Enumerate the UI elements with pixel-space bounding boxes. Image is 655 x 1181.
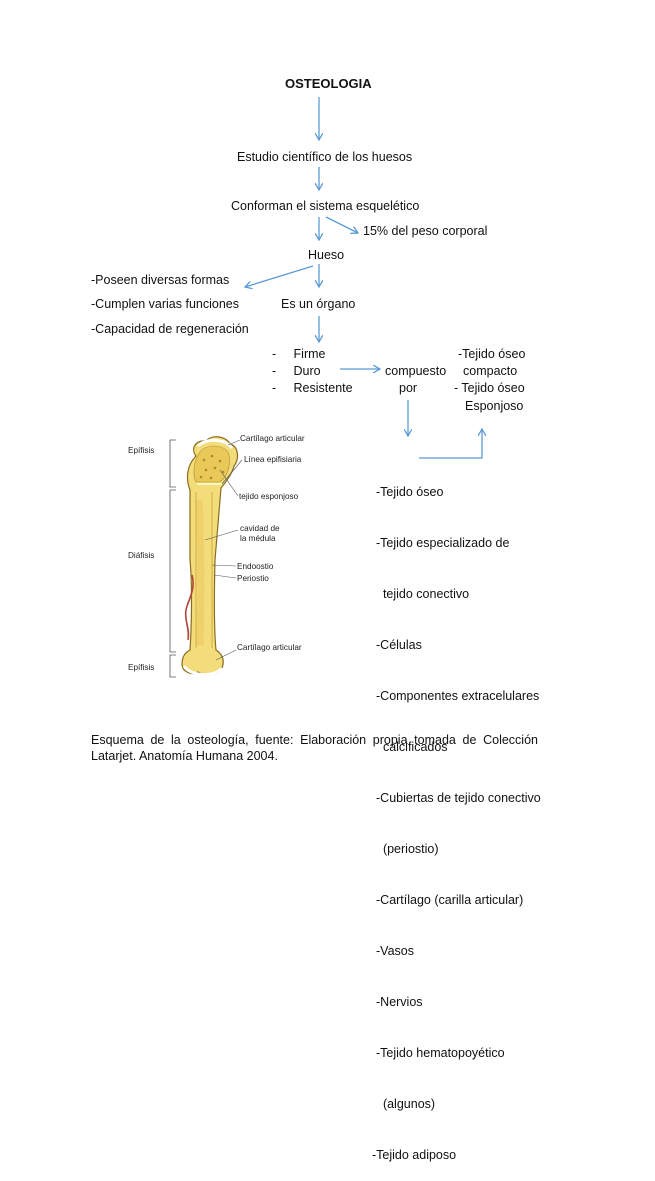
compuesto-text: compuesto bbox=[385, 364, 447, 378]
figure-caption: Esquema de la osteología, fuente: Elabor… bbox=[91, 733, 538, 763]
arrows-layer bbox=[0, 97, 655, 459]
componente-item: -Cubiertas de tejido conectivo bbox=[376, 791, 541, 805]
tejido-esponjoso-2: Esponjoso bbox=[465, 399, 524, 413]
caracteristica-item: -Poseen diversas formas bbox=[91, 273, 230, 287]
label-cartilago-top: Cartílago articular bbox=[240, 434, 305, 443]
tejido-compacto-1: -Tejido óseo bbox=[458, 347, 526, 361]
compuesto-por-text: por bbox=[399, 381, 418, 395]
label-endostio: Endoostio bbox=[237, 562, 274, 571]
label-epifisis-bottom: Epífisis bbox=[128, 663, 155, 672]
componente-item: -Células bbox=[376, 638, 422, 652]
spongy-bone-top bbox=[193, 445, 230, 483]
bone-illustration bbox=[169, 436, 243, 678]
label-cartilago-bottom: Cartílago articular bbox=[237, 643, 302, 652]
label-linea-epifisiaria: Línea epifisiaria bbox=[244, 455, 302, 464]
tejido-esponjoso-1: - Tejido óseo bbox=[454, 381, 525, 395]
componente-item: tejido conectivo bbox=[376, 587, 470, 601]
tejido-compacto-2: compacto bbox=[463, 364, 518, 378]
label-tejido-esponjoso: tejido esponjoso bbox=[239, 492, 299, 501]
componente-item: -Tejido especializado de bbox=[376, 536, 510, 550]
componente-item: (algunos) bbox=[376, 1097, 436, 1111]
bracket-epifisis-top bbox=[169, 439, 176, 488]
label-periostio: Periostio bbox=[237, 574, 269, 583]
articular-cartilage-bottom bbox=[182, 665, 224, 676]
estudio-text: Estudio científico de los huesos bbox=[237, 150, 413, 164]
arrow-tejido-oseo-to-tipos bbox=[419, 429, 482, 459]
hueso-text: Hueso bbox=[308, 248, 345, 262]
organo-text: Es un órgano bbox=[281, 297, 356, 311]
arrow-conforman-to-peso bbox=[325, 216, 358, 233]
medullary-cavity bbox=[195, 499, 205, 646]
componente-item: -Vasos bbox=[376, 944, 414, 958]
propiedad-item: - Firme bbox=[272, 347, 326, 361]
peso-text: 15% del peso corporal bbox=[363, 224, 488, 238]
propiedad-item: - Duro bbox=[272, 364, 321, 378]
conforman-text: Conforman el sistema esquelético bbox=[231, 199, 420, 213]
componente-item: -Tejido adiposo bbox=[372, 1148, 457, 1162]
articular-cartilage-top bbox=[196, 438, 234, 450]
componente-item: -Tejido óseo bbox=[376, 485, 444, 499]
label-epifisis-top: Epífisis bbox=[128, 446, 155, 455]
componente-item: -Tejido hematopoyético bbox=[376, 1046, 505, 1060]
componente-item: -Cartílago (carilla articular) bbox=[376, 893, 524, 907]
blood-vessel bbox=[184, 574, 194, 641]
label-diafisis: Diáfisis bbox=[128, 551, 155, 560]
bracket-diafisis bbox=[169, 489, 176, 653]
page-title: OSTEOLOGIA bbox=[285, 76, 372, 91]
componente-item: -Nervios bbox=[376, 995, 423, 1009]
componente-item: calcificados bbox=[376, 740, 448, 754]
bracket-epifisis-bottom bbox=[169, 654, 176, 678]
caracteristica-item: -Cumplen varias funciones bbox=[91, 297, 239, 311]
componente-item: -Componentes extracelulares bbox=[376, 689, 540, 703]
arrow-hueso-to-caracteristicas bbox=[245, 265, 314, 287]
propiedad-item: - Resistente bbox=[272, 381, 353, 395]
caracteristica-item: -Capacidad de regeneración bbox=[91, 322, 249, 336]
label-cavidad: cavidad de la médula bbox=[240, 524, 280, 543]
